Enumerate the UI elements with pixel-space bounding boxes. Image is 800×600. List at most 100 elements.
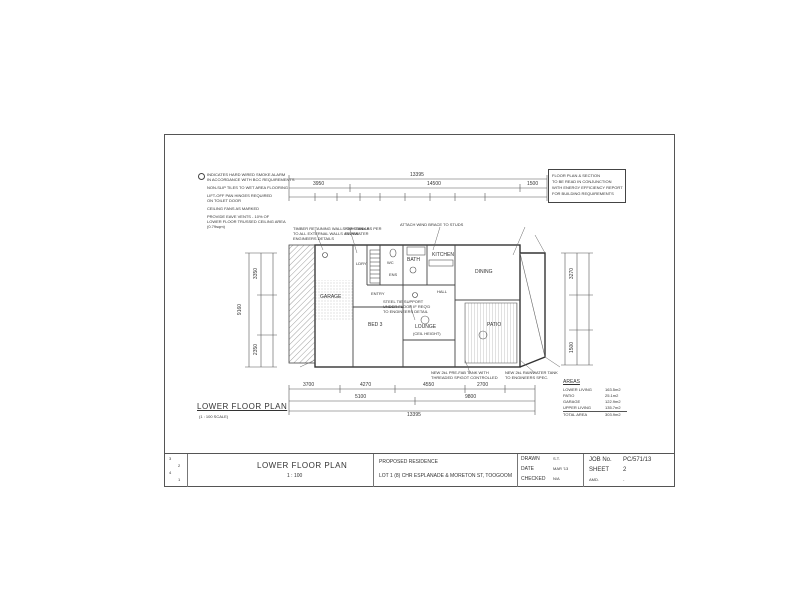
date-value: MAR '13 <box>553 466 569 471</box>
note-line: NON-SLIP TILES TO WET AREA FLOORING <box>207 185 288 190</box>
energy-note-box: FLOOR PLAN & SECTION TO BE READ IN CONJU… <box>548 169 626 203</box>
staircase <box>369 249 381 284</box>
room-label-ens: ENS <box>389 272 398 277</box>
job-cell: JOB No. PC/571/13 SHEET 2 AMD. - <box>583 454 674 487</box>
annotation: RAINWATER <box>345 231 369 236</box>
annotation: STEEL TIE SUPPORT <box>383 299 424 304</box>
retaining-wall-area <box>288 244 316 364</box>
room-label-garage: GARAGE <box>320 294 342 300</box>
floor-plan-drawing <box>245 175 593 415</box>
revision-number: 1 <box>178 477 181 482</box>
drawn-date-cell: DRAWN S.T. DATE MAR '13 CHECKED N/A <box>517 454 584 487</box>
revision-number: 2 <box>178 463 181 468</box>
annotation: TO ENGINEERS SPEC. <box>505 375 549 380</box>
room-label-entry: ENTRY <box>371 291 385 296</box>
drawn-value: S.T. <box>553 456 560 461</box>
patio-decking <box>464 302 518 364</box>
title-block: 3 2 4 1 LOWER FLOOR PLAN 1 : 100 PROPOSE… <box>165 453 674 487</box>
annotation: NEW 2kL PRE-FAB TANK WITH <box>431 370 489 375</box>
dimension-label: 1500 <box>569 341 576 354</box>
annotation: NEW 2kL RAINWATER TANK <box>505 370 558 375</box>
project-name: PROPOSED RESIDENCE <box>379 459 438 465</box>
dimension-label: 3270 <box>569 267 576 280</box>
dimension-label: 14500 <box>427 181 441 187</box>
dimension-label: 13395 <box>407 412 421 418</box>
drawing-title: LOWER FLOOR PLAN <box>257 461 348 470</box>
note-line: CEILING FANS AS MARKED <box>207 206 260 211</box>
checked-label: CHECKED <box>521 476 546 482</box>
room-label-bed3: BED 3 <box>368 322 383 328</box>
smoke-alarm-icon <box>198 173 205 180</box>
note-line: LIFT-OFF PAN HINGES REQUIRED <box>207 193 273 198</box>
project-cell: PROPOSED RESIDENCE LOT 1 (8) CHR ESPLANA… <box>373 454 518 487</box>
garage-slab <box>315 280 353 320</box>
deck-diagonal <box>519 252 546 358</box>
annotation: TO ENGINEERS DETAIL <box>383 309 428 314</box>
dimension-label: 4270 <box>360 382 372 388</box>
areas-heading: AREAS <box>563 379 580 385</box>
dimension-label: 3350 <box>253 267 260 280</box>
sheet-value: 2 <box>623 467 627 473</box>
note-line: (0.79sqm) <box>207 224 226 229</box>
room-label-dining: DINING <box>475 269 493 275</box>
top-dimension-lines <box>288 175 548 201</box>
area-row-value: 25.1m2 <box>605 393 619 398</box>
date-label: DATE <box>521 466 534 472</box>
dimension-label: 3950 <box>313 181 325 187</box>
revision-number: 4 <box>169 470 172 475</box>
annotation: RWH TANK AS PER <box>345 226 382 231</box>
kitchen-bench <box>428 259 454 267</box>
dimension-label: 2350 <box>253 343 260 356</box>
basin-icon <box>409 266 417 274</box>
checked-value: N/A <box>553 476 560 481</box>
area-row-value: 163.5m2 <box>605 387 621 392</box>
job-value: PC/571/13 <box>623 457 652 463</box>
bottom-dimension-lines <box>288 385 536 415</box>
area-row-value: 135.7m2 <box>605 405 621 410</box>
dimension-label: 3700 <box>303 382 315 388</box>
dimension-label: 5100 <box>355 394 367 400</box>
energy-note-line: FLOOR PLAN & SECTION <box>552 173 601 178</box>
annotation: ENGINEERS DETAILS <box>293 236 335 241</box>
annotation: ATTACH WIND BRACE TO STUDS <box>400 222 464 227</box>
note-line: INDICATES HARD WIRED SMOKE ALARM <box>207 172 286 177</box>
ceiling-fan-icon <box>420 315 430 325</box>
note-line: IN ACCORDANCE WITH BCC REQUIREMENTS <box>207 177 295 182</box>
bathtub-icon <box>406 246 426 256</box>
room-label-bath: BATH <box>407 257 420 263</box>
amd-value: - <box>623 477 625 482</box>
annotation: TIMBER RETAINING WALLS OR SIMILAR <box>293 226 370 231</box>
smoke-alarm-icon <box>322 252 328 258</box>
dimension-label: 13395 <box>410 172 424 178</box>
energy-note-line: FOR BUILDING REQUIREMENTS <box>552 191 614 196</box>
area-row-label: TOTAL AREA <box>563 412 588 417</box>
room-label-lounge: LOUNGE <box>415 324 437 330</box>
energy-note-line: WITH ENERGY EFFICIENCY REPORT <box>552 185 623 190</box>
divider <box>563 411 627 412</box>
project-address: LOT 1 (8) CHR ESPLANADE & MORETON ST, TO… <box>379 473 512 479</box>
area-row-label: GARAGE <box>563 399 581 404</box>
annotation: UNDER FLOOR IF REQ'D <box>383 304 431 309</box>
room-label-kitchen: KITCHEN <box>432 252 454 258</box>
annotation: THREADED SPIGOT CONTROLLED <box>431 375 498 380</box>
room-label-wc: WC <box>387 260 394 265</box>
area-row-label: PATIO <box>563 393 575 398</box>
drawing-title-cell: LOWER FLOOR PLAN 1 : 100 <box>187 454 374 487</box>
dimension-label: 9800 <box>465 394 477 400</box>
sheet-label: SHEET <box>589 467 610 473</box>
area-row-label: LOWER LIVING <box>563 387 592 392</box>
note-line: ON TOILET DOOR <box>207 198 242 203</box>
drawn-label: DRAWN <box>521 456 540 462</box>
left-dimension-lines <box>245 252 277 368</box>
room-label-laundry: LDRY <box>356 261 367 266</box>
energy-note-line: TO BE READ IN CONJUNCTION <box>552 179 612 184</box>
dimension-label: 1500 <box>527 181 539 187</box>
room-label-patio: PATIO <box>487 322 502 328</box>
room-label-lounge-sub: (CEIL HEIGHT) <box>413 331 441 336</box>
revision-column: 3 2 4 1 <box>165 454 188 487</box>
drawing-scale: 1 : 100 <box>287 473 303 479</box>
dimension-label: 4550 <box>423 382 435 388</box>
leader-lines <box>299 226 561 374</box>
area-row-value: 303.9m2 <box>605 412 621 417</box>
amd-label: AMD. <box>589 477 599 482</box>
